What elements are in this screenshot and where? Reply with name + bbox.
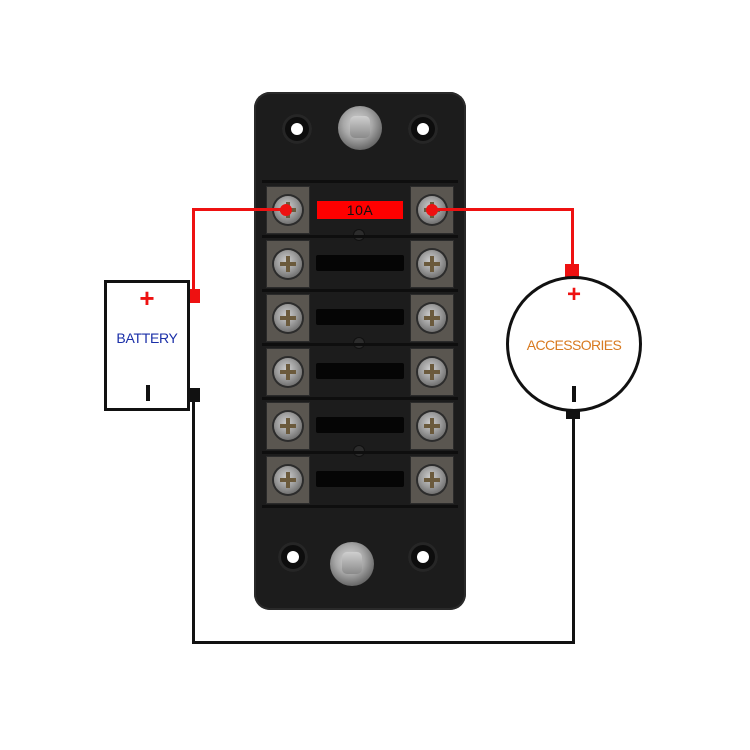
accessories-circle: + ACCESSORIES <box>506 276 642 412</box>
mounting-hole-top-left <box>282 114 312 144</box>
ground-stud-icon <box>330 542 374 586</box>
screw-icon <box>418 358 446 386</box>
wire-connection-dot-left <box>280 204 292 216</box>
fuse-slot-2 <box>316 255 404 271</box>
terminal-row-2-right <box>410 240 454 288</box>
terminal-row-3-left <box>266 294 310 342</box>
positive-stud-icon <box>338 106 382 150</box>
negative-wire-left-v <box>192 398 195 643</box>
positive-wire-battery-to-block-h <box>192 208 286 211</box>
battery-plus-icon: + <box>139 283 155 313</box>
terminal-row-3-right <box>410 294 454 342</box>
row-divider <box>262 343 458 346</box>
screw-icon <box>418 412 446 440</box>
battery-label: BATTERY <box>116 330 178 346</box>
fuse-slot-6 <box>316 471 404 487</box>
accessories-label: ACCESSORIES <box>526 337 622 353</box>
row-divider <box>262 397 458 400</box>
wire-connection-dot-right <box>426 204 438 216</box>
mounting-hole-bottom-left <box>278 542 308 572</box>
positive-wire-block-to-accessories-h <box>432 208 574 211</box>
fuse-slot-3 <box>316 309 404 325</box>
negative-wire-right-v <box>572 412 575 644</box>
row-divider <box>262 235 458 238</box>
screw-icon <box>274 250 302 278</box>
terminal-row-2-left <box>266 240 310 288</box>
negative-wire-bottom-h <box>192 641 575 644</box>
positive-wire-block-to-accessories-v <box>571 208 574 268</box>
terminal-row-6-left <box>266 456 310 504</box>
battery-box: + BATTERY <box>104 280 190 411</box>
row-divider <box>262 289 458 292</box>
screw-icon <box>274 466 302 494</box>
fuse-label-10a: 10A <box>317 201 403 219</box>
terminal-row-5-right <box>410 402 454 450</box>
mounting-hole-top-right <box>408 114 438 144</box>
fuse-slot-5 <box>316 417 404 433</box>
row-divider <box>262 451 458 454</box>
terminal-row-4-left <box>266 348 310 396</box>
screw-icon <box>274 358 302 386</box>
accessories-minus-icon <box>572 386 576 402</box>
row-divider <box>262 505 458 508</box>
screw-icon <box>274 412 302 440</box>
battery-minus-icon <box>146 385 150 401</box>
fuse-slot-4 <box>316 363 404 379</box>
mounting-hole-bottom-right <box>408 542 438 572</box>
terminal-row-6-right <box>410 456 454 504</box>
screw-icon <box>418 250 446 278</box>
screw-icon <box>418 304 446 332</box>
fuse-block <box>254 92 466 610</box>
screw-icon <box>418 466 446 494</box>
terminal-row-5-left <box>266 402 310 450</box>
terminal-row-4-right <box>410 348 454 396</box>
row-divider <box>262 180 458 183</box>
accessories-plus-icon: + <box>566 281 581 308</box>
accessories-positive-tab <box>565 264 579 278</box>
positive-wire-battery-to-block-v <box>192 208 195 294</box>
screw-icon <box>274 304 302 332</box>
